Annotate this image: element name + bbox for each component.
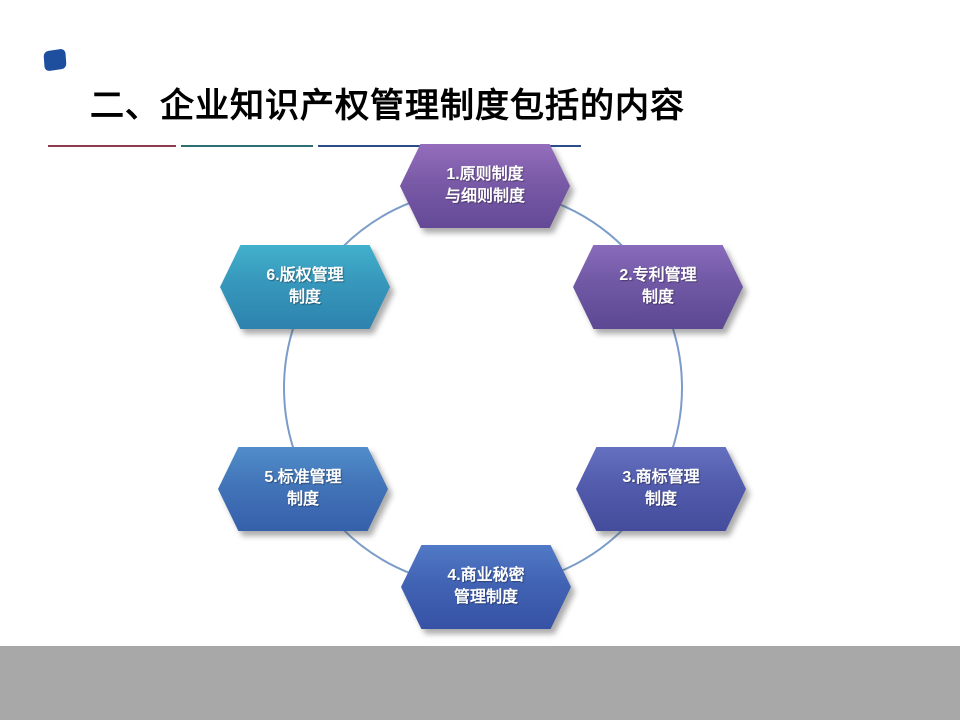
hex-shape: 1.原则制度 与细则制度 — [400, 144, 570, 228]
footer-bar — [0, 646, 960, 720]
hex-node-3: 3.商标管理 制度 — [576, 447, 746, 531]
node-label-line1: 5.标准管理 — [264, 468, 342, 486]
hex-node-5: 5.标准管理 制度 — [218, 447, 388, 531]
hex-node-1: 1.原则制度 与细则制度 — [400, 144, 570, 228]
node-label-line1: 4.商业秘密 — [447, 566, 525, 584]
node-label-line2: 制度 — [286, 491, 319, 508]
title-marker-icon — [43, 48, 67, 72]
node-label-line2: 制度 — [644, 491, 677, 508]
hex-shape: 2.专利管理 制度 — [573, 245, 743, 329]
node-label-line2: 制度 — [288, 289, 321, 306]
divider-segment — [48, 145, 176, 147]
hex-node-6: 6.版权管理 制度 — [220, 245, 390, 329]
node-label-line1: 3.商标管理 — [622, 468, 700, 486]
node-label-line2: 与细则制度 — [444, 188, 525, 205]
hex-shape: 6.版权管理 制度 — [220, 245, 390, 329]
hex-node-4: 4.商业秘密 管理制度 — [401, 545, 571, 629]
hex-node-2: 2.专利管理 制度 — [573, 245, 743, 329]
hex-shape: 3.商标管理 制度 — [576, 447, 746, 531]
divider-segment — [181, 145, 313, 147]
hex-shape: 4.商业秘密 管理制度 — [401, 545, 571, 629]
node-label-line1: 1.原则制度 — [446, 165, 524, 183]
slide-title: 二、企业知识产权管理制度包括的内容 — [90, 87, 685, 125]
node-label-line2: 管理制度 — [453, 589, 518, 606]
node-label-line2: 制度 — [641, 289, 674, 306]
hex-shape: 5.标准管理 制度 — [218, 447, 388, 531]
node-label-line1: 6.版权管理 — [266, 266, 344, 284]
node-label-line1: 2.专利管理 — [619, 266, 697, 284]
